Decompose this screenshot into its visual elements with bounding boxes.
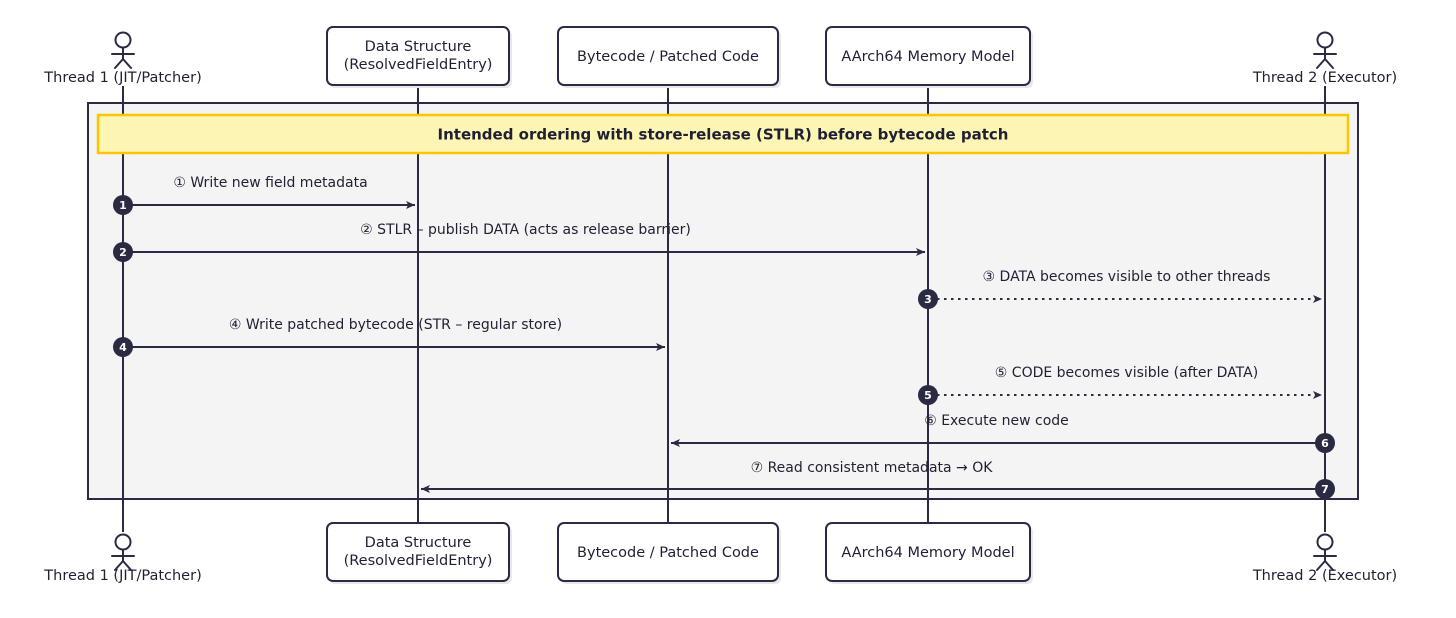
participant-label-t1: Thread 1 (JIT/Patcher) [43,568,201,584]
participant-box-ds[interactable]: Data Structure (ResolvedFieldEntry) [326,522,512,584]
sequence-badge-number: 2 [119,246,127,259]
sequence-badge-circle [113,337,133,357]
message-label-3: ③ DATA becomes visible to other threads [983,269,1271,285]
participant-box-mm[interactable]: AArch64 Memory Model [825,26,1033,88]
actor-legs-icon [114,58,132,69]
participant-box-rect [326,26,510,86]
sequence-badge-number: 1 [119,199,127,212]
participant-box-rect [557,26,779,86]
participant-label-ds: Data Structure [365,39,472,55]
sequence-badge-4: 4 [113,337,133,357]
participant-sublabel-ds: (ResolvedFieldEntry) [344,553,493,569]
sequence-badge-number: 7 [1321,483,1329,496]
sequence-badge-7: 7 [1315,479,1335,499]
diagram-frame [87,102,1359,500]
messages-group: ① Write new field metadata 1 ② STLR – publ… [113,175,1335,499]
note-banner-rect [96,113,1350,155]
sequence-badge-circle [918,385,938,405]
message-7[interactable]: ⑦ Read consistent metadata → OK 7 [421,460,1335,499]
message-label-7: ⑦ Read consistent metadata → OK [751,460,994,476]
sequence-badge-circle [113,242,133,262]
participant-box-rect [326,522,510,582]
participant-box-rect [825,26,1031,86]
participants-bottom: Thread 1 (JIT/Patcher) Data Structure (Res… [43,522,1397,585]
sequence-badge-number: 3 [924,293,932,306]
participant-label-mm: AArch64 Memory Model [841,49,1014,65]
participants-top: Thread 1 (JIT/Patcher) Data Structure (Res… [43,26,1397,88]
sequence-badge-number: 6 [1321,437,1329,450]
message-3[interactable]: ③ DATA becomes visible to other threads 3 [918,269,1322,309]
sequence-badge-number: 5 [924,389,932,402]
actor-legs-icon [1316,58,1334,69]
message-6[interactable]: ⑥ Execute new code 6 [671,413,1335,453]
lifelines-group [122,86,1326,532]
actor-head-icon [1316,533,1334,551]
note-banner: Intended ordering with store-release (ST… [96,113,1350,155]
participant-box-rect [825,522,1031,582]
participant-actor-t1[interactable]: Thread 1 (JIT/Patcher) [43,31,202,87]
actor-head-icon [114,533,132,551]
participant-label-bc: Bytecode / Patched Code [577,545,759,561]
message-label-1: ① Write new field metadata [173,175,367,191]
actor-head-icon [1316,31,1334,49]
message-5[interactable]: ⑤ CODE becomes visible (after DATA) 5 [918,365,1322,405]
participant-box-bc[interactable]: Bytecode / Patched Code [557,522,781,584]
sequence-badge-circle [1315,479,1335,499]
participant-label-t2: Thread 2 (Executor) [1252,70,1397,86]
participant-label-bc: Bytecode / Patched Code [577,49,759,65]
sequence-badge-6: 6 [1315,433,1335,453]
participant-actor-t1[interactable]: Thread 1 (JIT/Patcher) [43,533,202,585]
actor-head-icon [114,31,132,49]
participant-label-mm: AArch64 Memory Model [841,545,1014,561]
sequence-badge-5: 5 [918,385,938,405]
actor-legs-icon [114,560,132,571]
participant-actor-t2[interactable]: Thread 2 (Executor) [1252,31,1397,87]
message-label-5: ⑤ CODE becomes visible (after DATA) [995,365,1258,381]
message-4[interactable]: ④ Write patched bytecode (STR – regular … [113,317,665,357]
sequence-badge-circle [918,289,938,309]
sequence-badge-3: 3 [918,289,938,309]
participant-actor-t2[interactable]: Thread 2 (Executor) [1252,533,1397,585]
note-banner-text: Intended ordering with store-release (ST… [438,126,1009,144]
participant-label-ds: Data Structure [365,535,472,551]
sequence-badge-circle [113,195,133,215]
participant-sublabel-ds: (ResolvedFieldEntry) [344,57,493,73]
participant-label-t1: Thread 1 (JIT/Patcher) [43,70,201,86]
sequence-badge-1: 1 [113,195,133,215]
message-label-2: ② STLR – publish DATA (acts as release b… [360,222,691,238]
participant-box-ds[interactable]: Data Structure (ResolvedFieldEntry) [326,26,512,88]
sequence-badge-2: 2 [113,242,133,262]
sequence-badge-number: 4 [119,341,127,354]
participant-box-mm[interactable]: AArch64 Memory Model [825,522,1033,584]
actor-legs-icon [1316,560,1334,571]
participant-box-bc[interactable]: Bytecode / Patched Code [557,26,781,88]
message-label-6: ⑥ Execute new code [924,413,1069,429]
message-label-4: ④ Write patched bytecode (STR – regular … [229,317,562,333]
message-2[interactable]: ② STLR – publish DATA (acts as release b… [113,222,925,262]
participant-label-t2: Thread 2 (Executor) [1252,568,1397,584]
sequence-badge-circle [1315,433,1335,453]
message-1[interactable]: ① Write new field metadata 1 [113,175,415,215]
participant-box-rect [557,522,779,582]
